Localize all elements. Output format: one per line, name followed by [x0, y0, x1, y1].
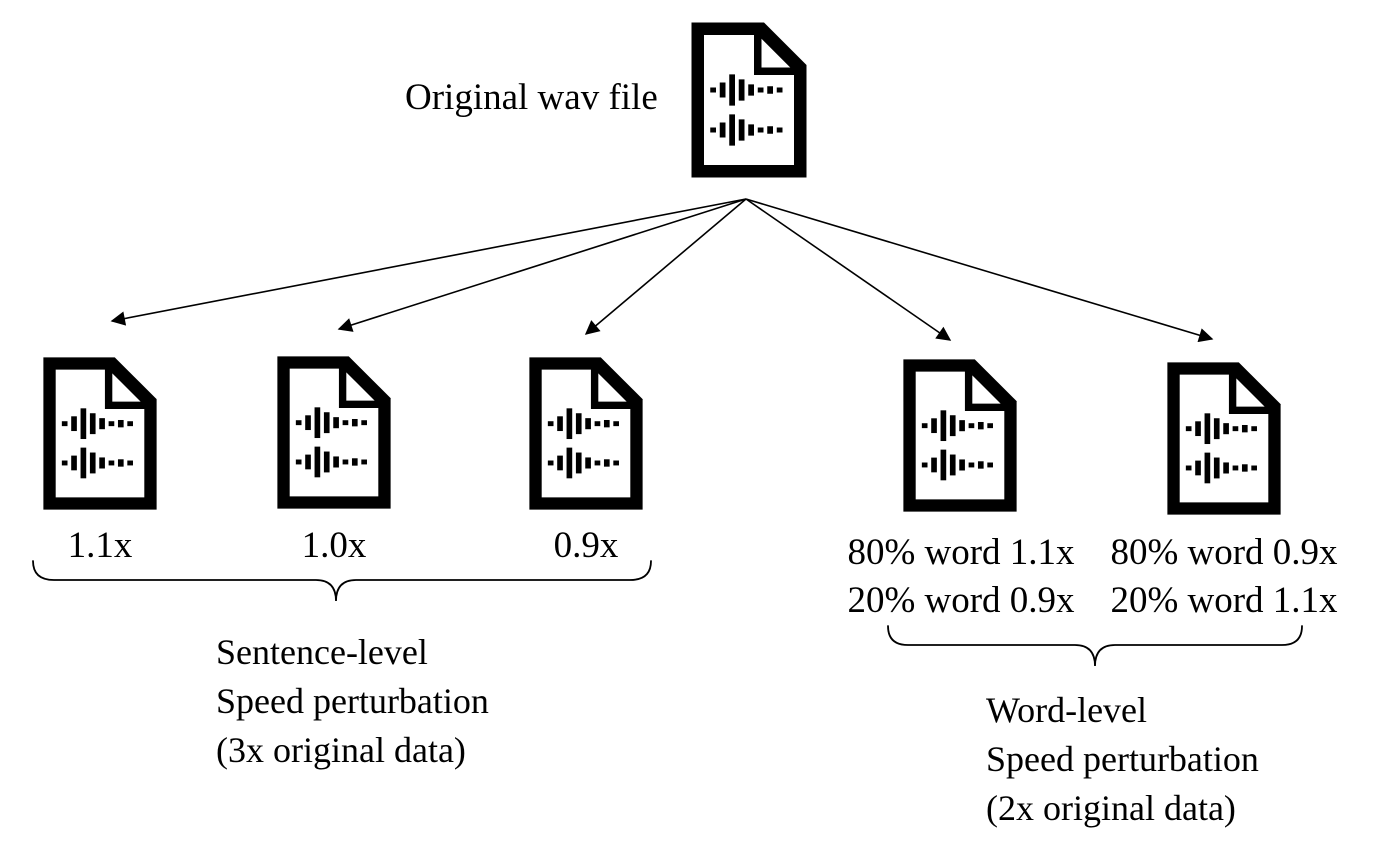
child-label-word-mix-1: 80% word 1.1x 20% word 0.9x [806, 529, 1116, 625]
brace-word-level [887, 625, 1303, 667]
caption-line: Speed perturbation [986, 739, 1259, 779]
caption-line: (3x original data) [216, 730, 466, 770]
root-label: Original wav file [405, 77, 658, 118]
caption-line: (2x original data) [986, 788, 1236, 828]
audio-file-icon [36, 350, 164, 517]
caption-line: Sentence-level [216, 632, 428, 672]
child-label-0.9x: 0.9x [553, 525, 619, 566]
arrow-root-to-word-2 [745, 198, 1214, 343]
arrow-root-to-1.0x [337, 198, 747, 332]
audio-file-icon [896, 352, 1024, 519]
child-label-1.0x: 1.0x [301, 525, 367, 566]
audio-file-icon [522, 350, 650, 517]
audio-file-icon [1160, 355, 1288, 522]
child-label-line: 20% word 1.1x [1110, 580, 1338, 621]
caption-line: Word-level [986, 690, 1148, 730]
arrow-root-to-1.1x [110, 198, 747, 326]
arrow-root-to-word-1 [745, 198, 952, 341]
caption-word-level: Word-level Speed perturbation (2x origin… [986, 686, 1259, 833]
child-label-line: 20% word 0.9x [847, 580, 1075, 621]
child-label-line: 80% word 0.9x [1110, 532, 1338, 573]
caption-line: Speed perturbation [216, 681, 489, 721]
audio-file-icon [684, 15, 814, 185]
caption-sentence-level: Sentence-level Speed perturbation (3x or… [216, 628, 489, 775]
arrow-root-to-0.9x [584, 198, 747, 335]
child-label-1.1x: 1.1x [67, 525, 133, 566]
brace-sentence-level [32, 560, 652, 602]
audio-file-icon [270, 349, 398, 516]
child-label-line: 80% word 1.1x [847, 532, 1075, 573]
child-label-word-mix-2: 80% word 0.9x 20% word 1.1x [1069, 529, 1378, 625]
